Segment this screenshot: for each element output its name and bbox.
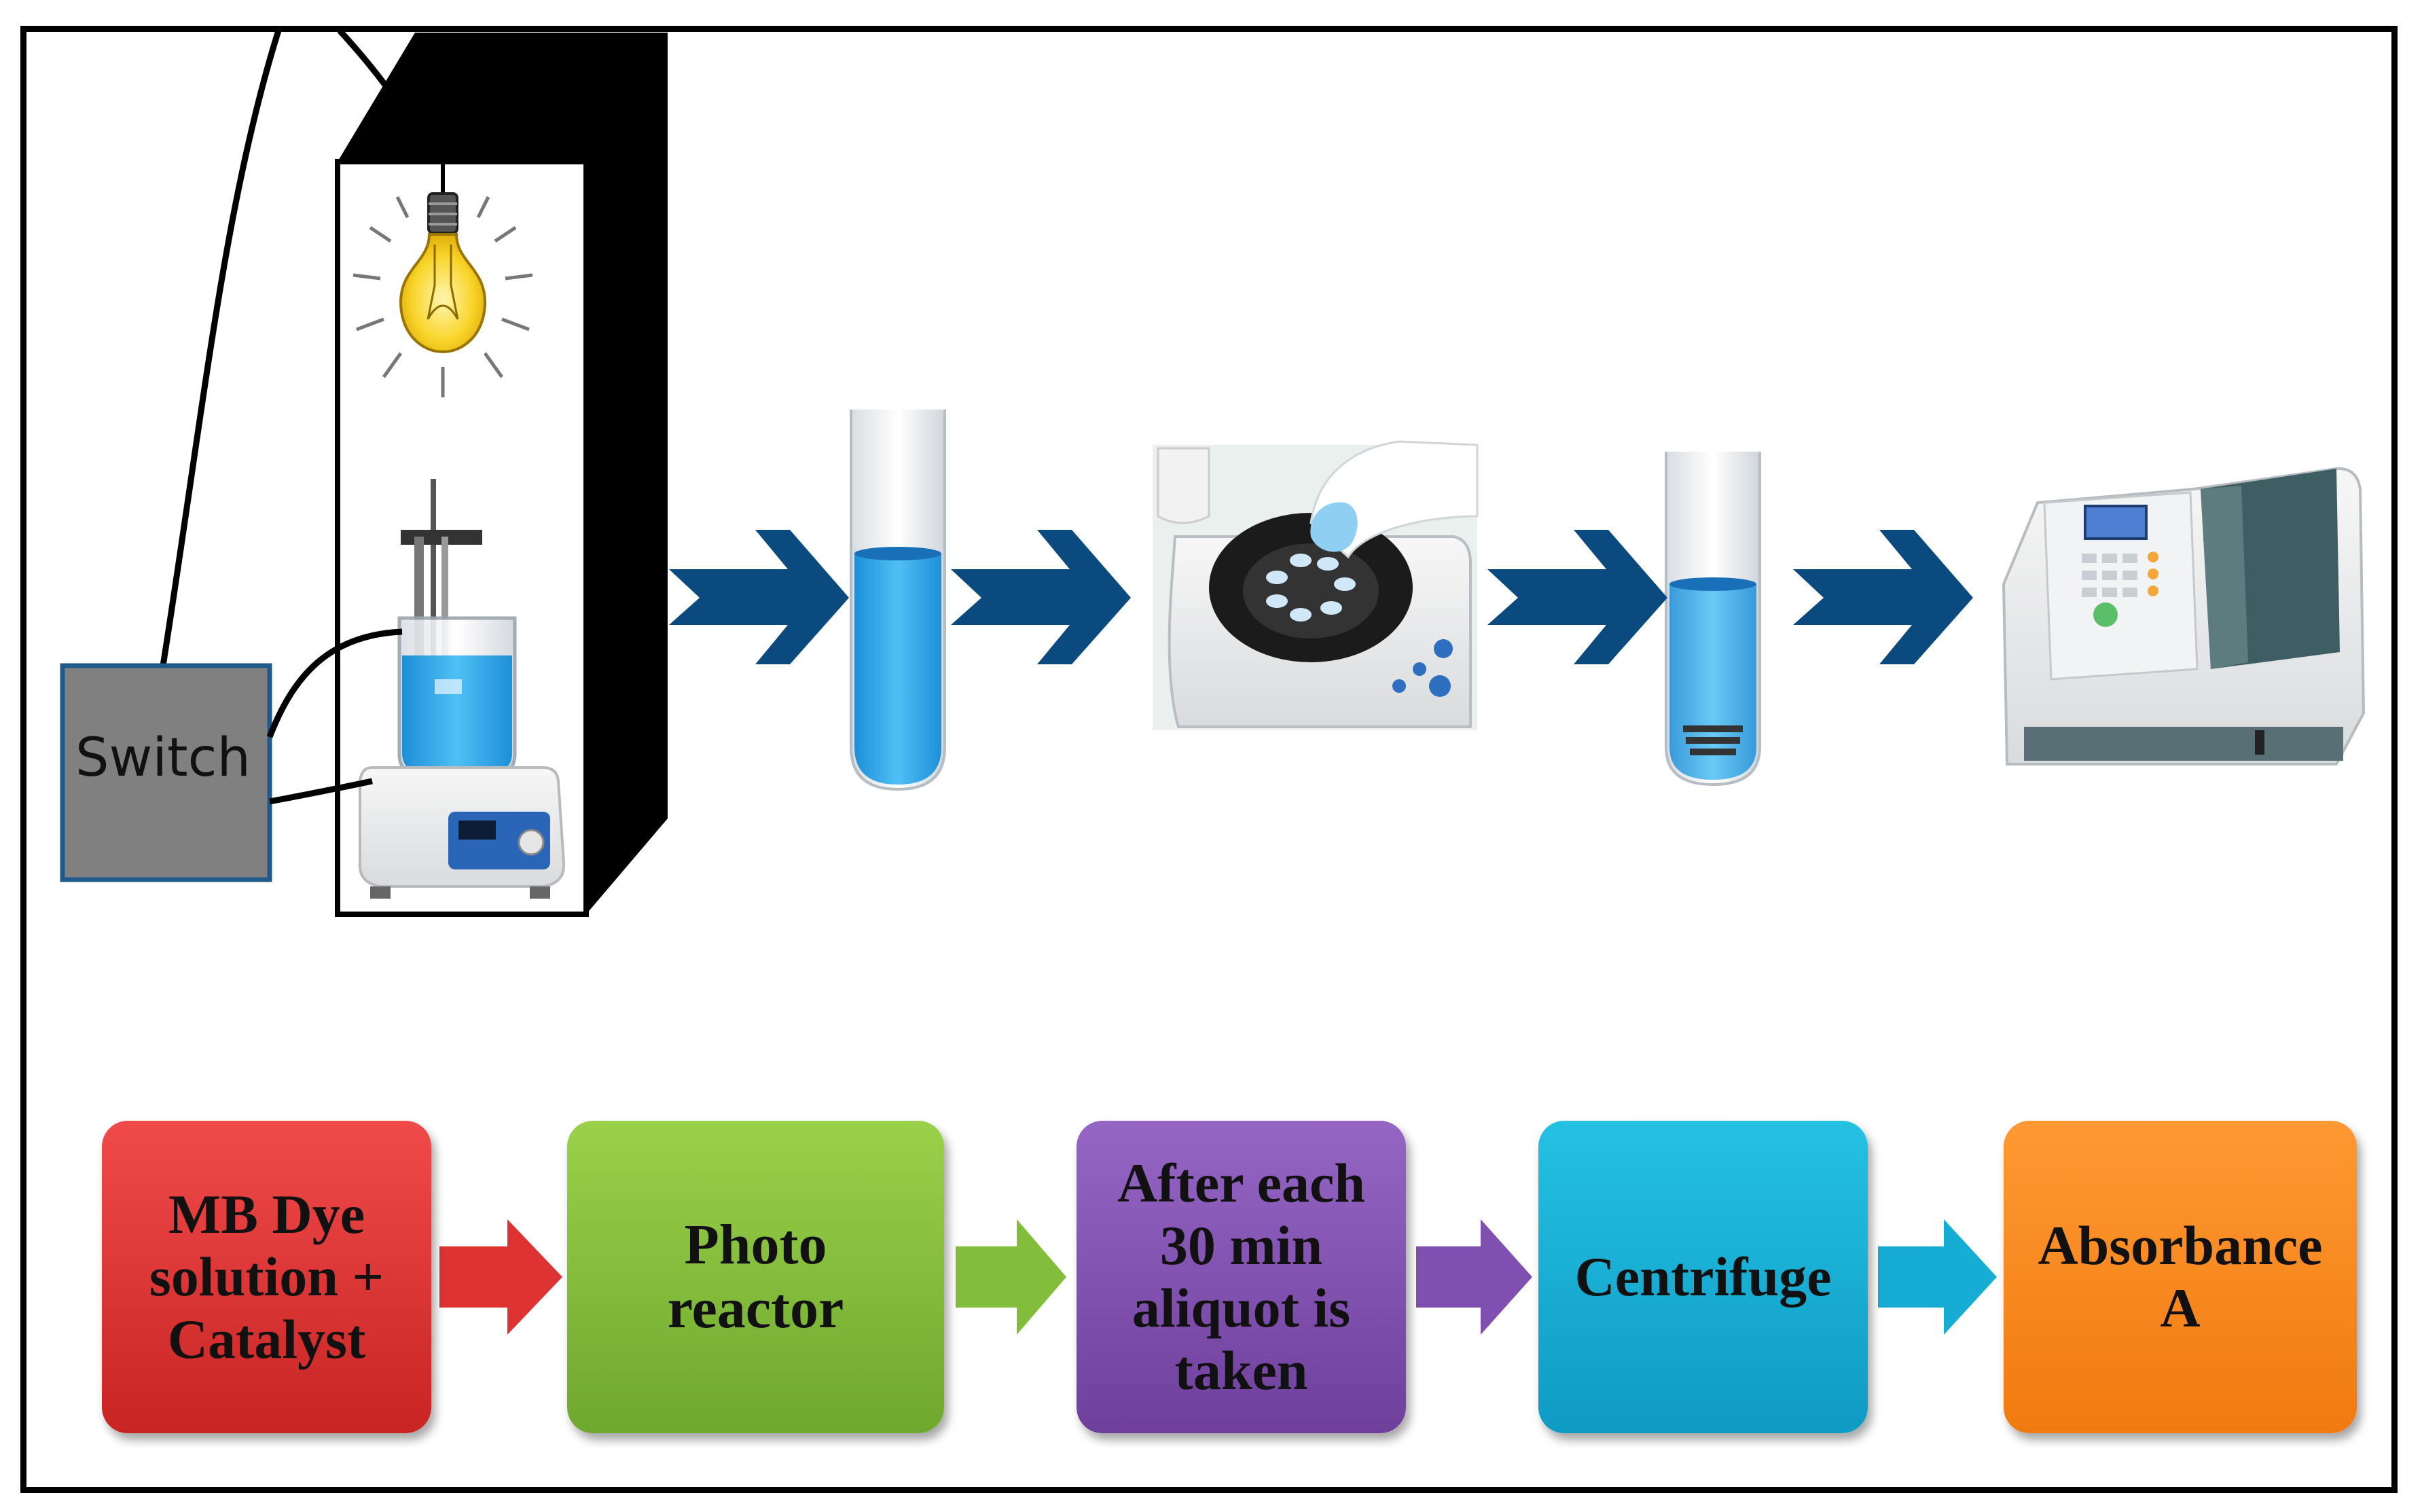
spectrophotometer bbox=[2002, 467, 2366, 766]
flow-arrow-3 bbox=[1416, 1219, 1532, 1335]
test-tube-supernatant bbox=[1665, 452, 1761, 787]
switch-cable bbox=[266, 628, 403, 805]
step-3-line-4: taken bbox=[1174, 1339, 1308, 1401]
step-centrifuge: Centrifuge bbox=[1538, 1121, 1868, 1433]
step-4-line-1: Centrifuge bbox=[1574, 1246, 1832, 1308]
light-bulb-icon bbox=[353, 162, 533, 397]
step-1-line-3: Catalyst bbox=[167, 1308, 366, 1370]
step-5-line-1: Absorbance bbox=[2038, 1214, 2323, 1277]
centrifuge bbox=[1153, 440, 1479, 730]
step-3-line-3: aliquot is bbox=[1132, 1277, 1351, 1339]
magnetic-stirrer-with-beaker bbox=[358, 479, 566, 899]
figure-frame bbox=[20, 26, 2398, 1493]
step-absorbance: Absorbance A bbox=[2004, 1121, 2357, 1433]
flow-arrow-2 bbox=[956, 1219, 1066, 1335]
test-tube-dye bbox=[850, 410, 946, 791]
pipeline-arrows bbox=[669, 530, 1973, 664]
step-photo-reactor: Photo reactor bbox=[567, 1121, 944, 1433]
step-2-line-2: reactor bbox=[667, 1277, 844, 1340]
pipeline-arrow-2 bbox=[951, 530, 1131, 664]
pipeline-arrow-3 bbox=[1487, 530, 1667, 664]
step-mb-dye-catalyst: MB Dye solution + Catalyst bbox=[102, 1121, 431, 1433]
pipeline-arrow-1 bbox=[669, 530, 849, 664]
step-1-line-2: solution + bbox=[149, 1246, 384, 1308]
step-2-line-1: Photo bbox=[684, 1212, 827, 1276]
flow-arrows bbox=[439, 1219, 1997, 1335]
step-3-line-1: After each bbox=[1117, 1152, 1366, 1214]
switch-label: Switch bbox=[75, 727, 251, 789]
step-3-line-2: 30 min bbox=[1159, 1214, 1323, 1277]
flow-arrow-1 bbox=[439, 1219, 562, 1335]
step-aliquot: After each 30 min aliquot is taken bbox=[1077, 1121, 1406, 1433]
switch-box: Switch bbox=[60, 663, 272, 882]
step-5-line-2: A bbox=[2160, 1277, 2201, 1339]
pipeline-arrow-4 bbox=[1793, 530, 1973, 664]
step-1-line-1: MB Dye bbox=[168, 1183, 365, 1246]
flow-arrow-4 bbox=[1878, 1219, 1997, 1335]
